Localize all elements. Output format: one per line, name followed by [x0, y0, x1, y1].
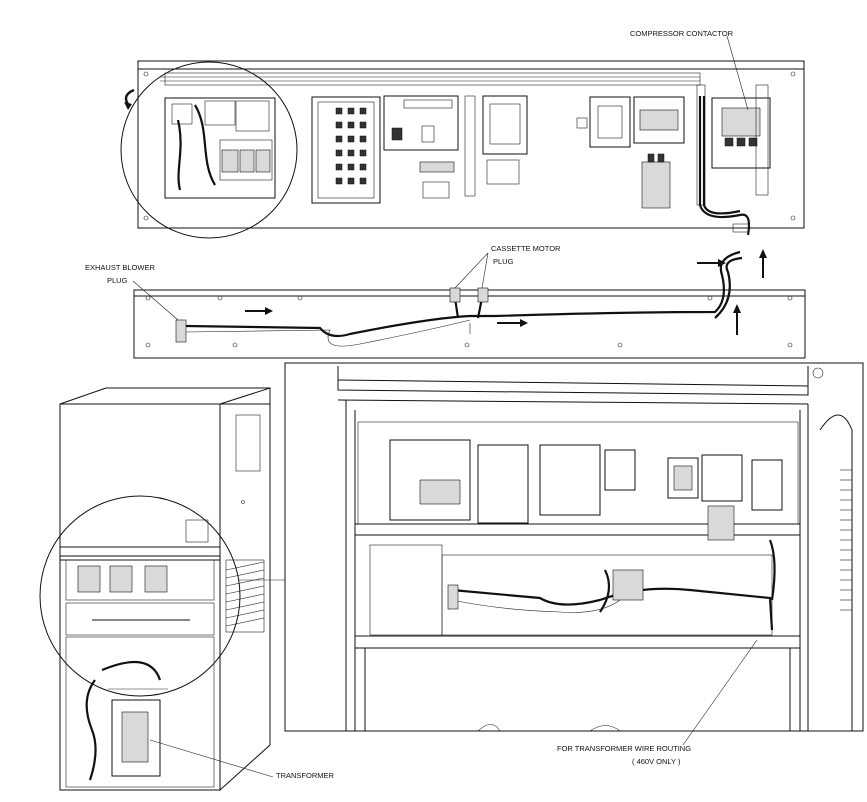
detail-circle-unit — [39, 495, 241, 697]
transformer-routing-note: ( 460V ONLY ) — [632, 757, 681, 766]
control-panel-top: COMPRESSOR CONTACTOR — [120, 29, 805, 239]
circuit-board-3 — [464, 95, 528, 197]
circuit-board-1 — [311, 96, 381, 204]
unit-perspective-view — [59, 387, 271, 792]
left-terminal-block — [164, 97, 276, 199]
exhaust-blower-label: EXHAUST BLOWER — [85, 263, 155, 272]
counterclockwise-arrow-icon — [124, 88, 135, 110]
right-arrow-icon — [245, 307, 273, 315]
exhaust-blower-plug-label: PLUG — [107, 276, 128, 285]
circuit-board-4 — [576, 96, 685, 209]
up-arrow-icon — [733, 304, 741, 335]
detail-view-frame — [284, 362, 864, 732]
up-arrow-icon — [759, 249, 767, 278]
detail-circle-left — [120, 61, 298, 239]
compressor-contactor-label: COMPRESSOR CONTACTOR — [630, 29, 734, 38]
cassette-motor-plug-label: PLUG — [493, 257, 514, 266]
transformer-routing-label: FOR TRANSFORMER WIRE ROUTING — [557, 744, 691, 753]
blower-panel — [133, 250, 806, 359]
right-arrow-icon — [497, 319, 528, 327]
compressor-contactor — [696, 84, 771, 206]
right-arrow-icon — [697, 259, 726, 267]
cassette-motor-label: CASSETTE MOTOR — [491, 244, 561, 253]
circuit-board-2 — [383, 95, 459, 199]
transformer-label: TRANSFORMER — [276, 771, 335, 780]
